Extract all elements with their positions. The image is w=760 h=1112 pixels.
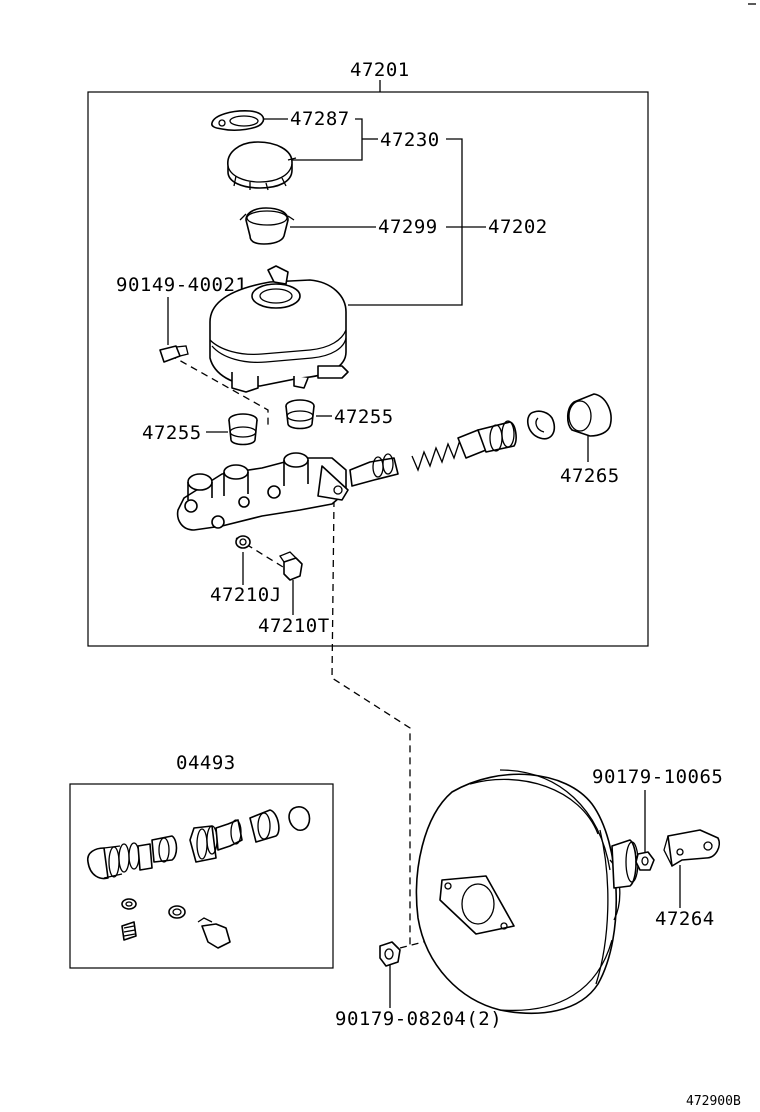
label-47255-left: 47255 [142, 422, 202, 444]
cup-seal-47265 [566, 393, 612, 437]
label-47230: 47230 [380, 129, 440, 151]
kit-piston-right [189, 809, 280, 863]
label-47210T: 47210T [258, 615, 330, 637]
plug-47210T [279, 551, 303, 581]
reservoir-47202 [209, 265, 349, 393]
assembly-box-47201 [87, 91, 649, 647]
master-cylinder-body [176, 452, 349, 531]
kit-bolt [121, 921, 137, 941]
gasket-47287 [211, 110, 265, 131]
strainer-47299 [239, 207, 295, 245]
kit-snap-ring [288, 806, 311, 831]
label-47255-right: 47255 [334, 406, 394, 428]
label-04493: 04493 [176, 752, 236, 774]
label-47265: 47265 [560, 465, 620, 487]
brake-booster [415, 769, 639, 1015]
label-47202: 47202 [488, 216, 548, 238]
kit-piston-left [86, 835, 178, 880]
pin-90149-40021 [159, 345, 189, 363]
nut-90179-10065 [635, 851, 655, 871]
label-90179-10065: 90179-10065 [592, 766, 723, 788]
label-90149-40021: 90149-40021 [116, 274, 247, 296]
nut-90179-08204 [379, 941, 401, 967]
figure-code: 472900B [686, 1094, 741, 1109]
kit-washer [168, 905, 186, 919]
label-47201: 47201 [350, 59, 410, 81]
gasket-47210J [235, 535, 251, 549]
label-47210J: 47210J [210, 584, 282, 606]
kit-plug [197, 917, 231, 949]
booster-gasket-47275 [439, 875, 515, 935]
piston-assembly-upper [349, 420, 517, 487]
clevis-47264 [663, 829, 721, 867]
label-47287: 47287 [290, 108, 350, 130]
reservoir-cap-47230 [227, 141, 297, 191]
grommet-47255-left [228, 413, 258, 446]
label-47264: 47264 [655, 908, 715, 930]
kit-small-gasket [121, 898, 137, 910]
snap-ring [527, 410, 556, 440]
label-47299: 47299 [378, 216, 438, 238]
label-90179-08204: 90179-08204(2) [335, 1008, 502, 1030]
grommet-47255-right [285, 399, 315, 430]
kit-box-04493 [69, 783, 334, 969]
